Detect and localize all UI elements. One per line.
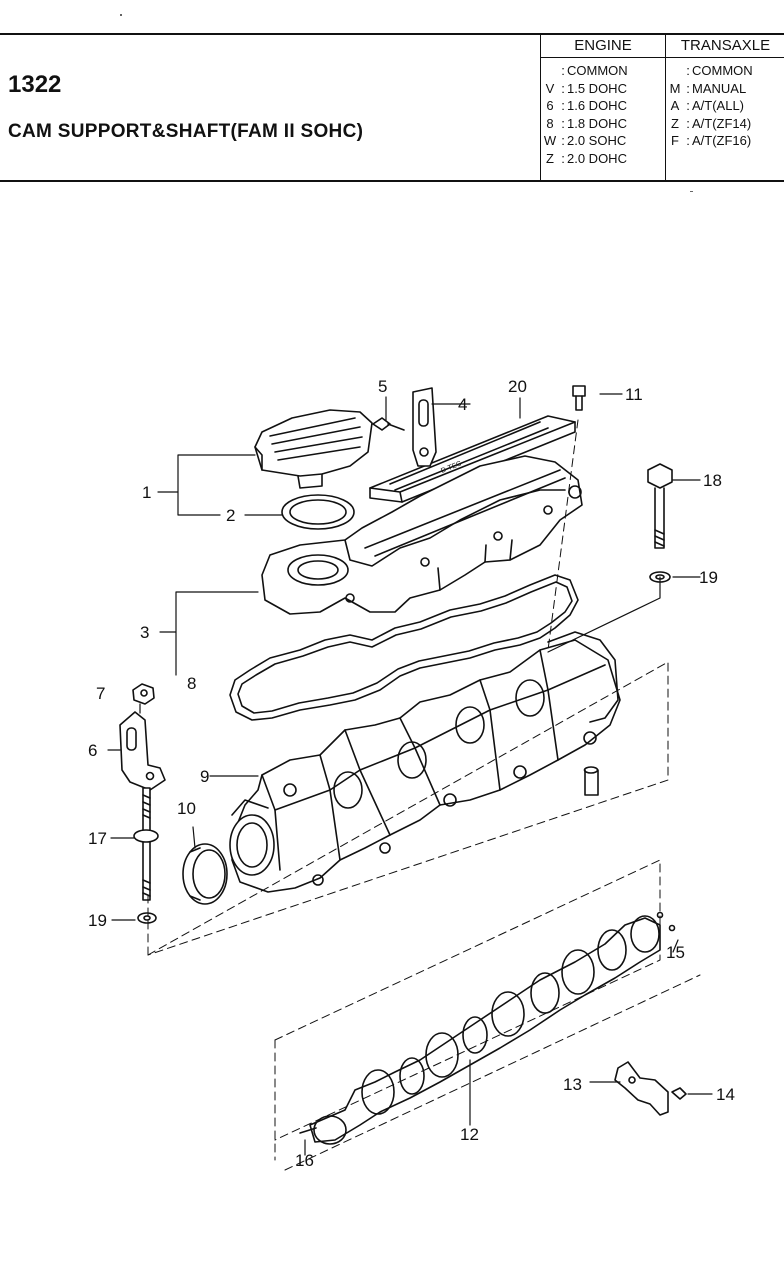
engine-legend-heading: ENGINE [541, 35, 665, 58]
callout-6: 6 [88, 741, 97, 760]
transaxle-legend-row: M:MANUAL [669, 80, 747, 96]
callout-13: 13 [563, 1075, 582, 1094]
engine-legend-row: 6:1.6 DOHC [546, 98, 627, 113]
callout-17: 17 [88, 829, 107, 848]
part-cam-cover [261, 455, 583, 615]
part-bolt-11 [572, 385, 586, 411]
callout-5: 5 [378, 377, 387, 396]
callout-19-right: 19 [699, 568, 718, 587]
engine-legend-row: 8:1.8 DOHC [546, 115, 627, 131]
callout-2: 2 [226, 506, 235, 525]
part-seal-ring [281, 494, 355, 530]
assembly-reference-lines [147, 419, 701, 1171]
transaxle-legend-row: F:A/T(ZF16) [671, 133, 752, 148]
callout-14: 14 [716, 1085, 735, 1104]
part-front-seal [182, 843, 228, 905]
part-nut [132, 683, 155, 705]
callout-20: 20 [508, 377, 527, 396]
callout-16: 16 [295, 1151, 314, 1170]
part-cover-plate: D-TEC [369, 415, 576, 503]
part-cam-housing [229, 631, 621, 893]
engine-legend-row: V:1.5 DOHC [545, 80, 627, 96]
transaxle-legend-row: :COMMON [686, 63, 753, 78]
part-washer-left [137, 912, 157, 924]
callout-19-left: 19 [88, 911, 107, 930]
callout-15: 15 [666, 943, 685, 962]
part-screw-14 [671, 1087, 687, 1100]
transaxle-legend-heading: TRANSAXLE [666, 35, 784, 58]
engine-legend-row: :COMMON [561, 63, 628, 78]
engine-legend-row: Z:2.0 DOHC [546, 150, 627, 166]
part-cover-gasket [229, 574, 579, 721]
scan-speck [120, 14, 122, 16]
transaxle-legend: TRANSAXLE :COMMON M:MANUAL A:A/T(ALL) Z:… [665, 35, 784, 180]
part-bracket-left [119, 711, 166, 791]
part-camshaft [299, 911, 676, 1145]
part-oil-filler-cap [254, 409, 373, 489]
part-bolt-5 [372, 417, 405, 431]
callout-11: 11 [625, 385, 643, 404]
part-stud [133, 787, 159, 901]
callout-10: 10 [177, 799, 196, 818]
engine-legend: ENGINE :COMMON V:1.5 DOHC 6:1.6 DOHC 8:1… [540, 35, 665, 180]
callout-1: 1 [142, 483, 151, 502]
callout-7: 7 [96, 684, 105, 703]
page-code: 1322 [8, 71, 62, 98]
transaxle-legend-row: A:A/T(ALL) [670, 98, 745, 113]
engine-legend-row: W:2.0 SOHC [543, 133, 627, 148]
callout-9: 9 [200, 767, 209, 786]
page-title: CAM SUPPORT&SHAFT(FAM II SOHC) [8, 121, 364, 142]
callout-8: 8 [187, 674, 196, 693]
callout-12: 12 [460, 1125, 479, 1144]
callout-labels: 1 2 3 4 5 6 7 8 9 10 11 12 13 14 15 16 1… [88, 377, 735, 1170]
part-long-bolt [647, 463, 673, 549]
transaxle-legend-row: Z:A/T(ZF14) [671, 115, 752, 131]
part-dowel-sleeve [583, 766, 599, 796]
callout-3: 3 [140, 623, 149, 642]
callout-18: 18 [703, 471, 722, 490]
scan-speck [690, 191, 693, 192]
part-bracket-top [412, 387, 437, 467]
part-thrust-plate [614, 1061, 669, 1116]
callout-4: 4 [458, 395, 467, 414]
title-block: 1322 CAM SUPPORT&SHAFT(FAM II SOHC) ENGI… [0, 33, 784, 182]
leader-lines [107, 393, 713, 1156]
